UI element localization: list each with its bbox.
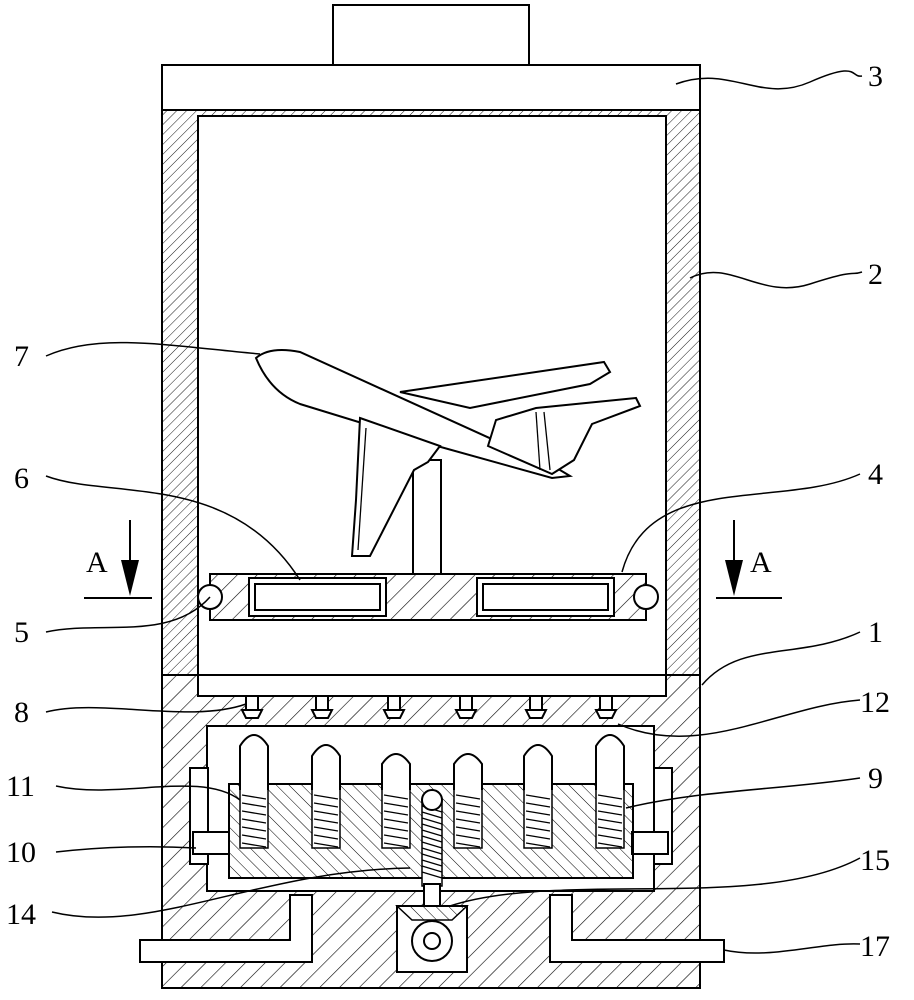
label-14: 14 bbox=[6, 898, 36, 931]
airplane-model bbox=[254, 349, 642, 557]
bottom-motor bbox=[395, 905, 469, 973]
section-label-right: A bbox=[750, 546, 772, 579]
label-11: 11 bbox=[6, 770, 35, 803]
turntable bbox=[197, 573, 659, 621]
lid bbox=[161, 64, 701, 111]
leader-lines bbox=[45, 70, 863, 954]
nozzle-row bbox=[240, 695, 618, 719]
label-8: 8 bbox=[14, 696, 29, 729]
discharge-pipes bbox=[139, 894, 725, 963]
label-7: 7 bbox=[14, 340, 29, 373]
label-10: 10 bbox=[6, 836, 36, 869]
section-label-left: A bbox=[86, 546, 108, 579]
label-3: 3 bbox=[868, 60, 883, 93]
label-4: 4 bbox=[868, 458, 883, 491]
side-guides bbox=[189, 767, 673, 865]
label-6: 6 bbox=[14, 462, 29, 495]
label-15: 15 bbox=[860, 844, 890, 877]
top-motor-block bbox=[332, 4, 530, 66]
section-marker-left: A bbox=[84, 520, 152, 599]
section-marker-right: A bbox=[716, 520, 782, 599]
label-17: 17 bbox=[860, 930, 890, 963]
ejector-pins bbox=[239, 734, 625, 849]
label-2: 2 bbox=[868, 258, 883, 291]
label-12: 12 bbox=[860, 686, 890, 719]
label-9: 9 bbox=[868, 762, 883, 795]
label-5: 5 bbox=[14, 616, 29, 649]
center-screw bbox=[421, 789, 443, 907]
model-stand bbox=[412, 459, 442, 575]
label-1: 1 bbox=[868, 616, 883, 649]
